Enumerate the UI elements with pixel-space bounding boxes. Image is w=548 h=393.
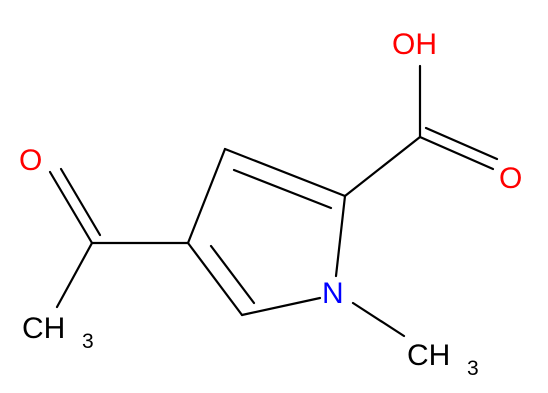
acetyl-group: [48, 167, 190, 309]
ring-nitrogen-label: N: [322, 277, 344, 310]
carboxyl-oxygen-label: O: [499, 162, 522, 195]
bond-carboxyl-o-inner: [424, 126, 499, 161]
bond-n-methyl: [351, 301, 406, 338]
bond-acetyl-o: [48, 170, 94, 245]
n-methyl-subscript: 3: [467, 357, 479, 380]
bond-c5-n: [240, 296, 322, 317]
hydroxyl-label: OH: [392, 28, 437, 61]
acetyl-oxygen-label: O: [19, 144, 42, 177]
bond-c3-c4: [186, 147, 227, 245]
bond-c3-c2: [223, 147, 347, 198]
acetyl-methyl-main: CH: [22, 312, 65, 345]
bond-c4-c5: [186, 241, 244, 317]
bond-acetyl-methyl: [55, 241, 94, 309]
bond-c3-c2-inner: [232, 168, 333, 210]
acetyl-methyl-label: CH 3: [22, 312, 94, 353]
bond-n-c2: [334, 194, 347, 278]
carboxylic-acid-group: [343, 64, 499, 198]
bond-acetyl-o-inner: [59, 167, 102, 237]
bond-c4-c5-inner: [209, 244, 256, 305]
bond-c2-carboxyl: [343, 135, 422, 198]
acetyl-methyl-subscript: 3: [82, 330, 94, 353]
pyrrole-ring: [186, 147, 347, 317]
bond-carboxyl-o: [418, 135, 495, 171]
n-methyl-main: CH: [407, 339, 450, 372]
n-methyl-label: CH 3: [407, 339, 479, 380]
